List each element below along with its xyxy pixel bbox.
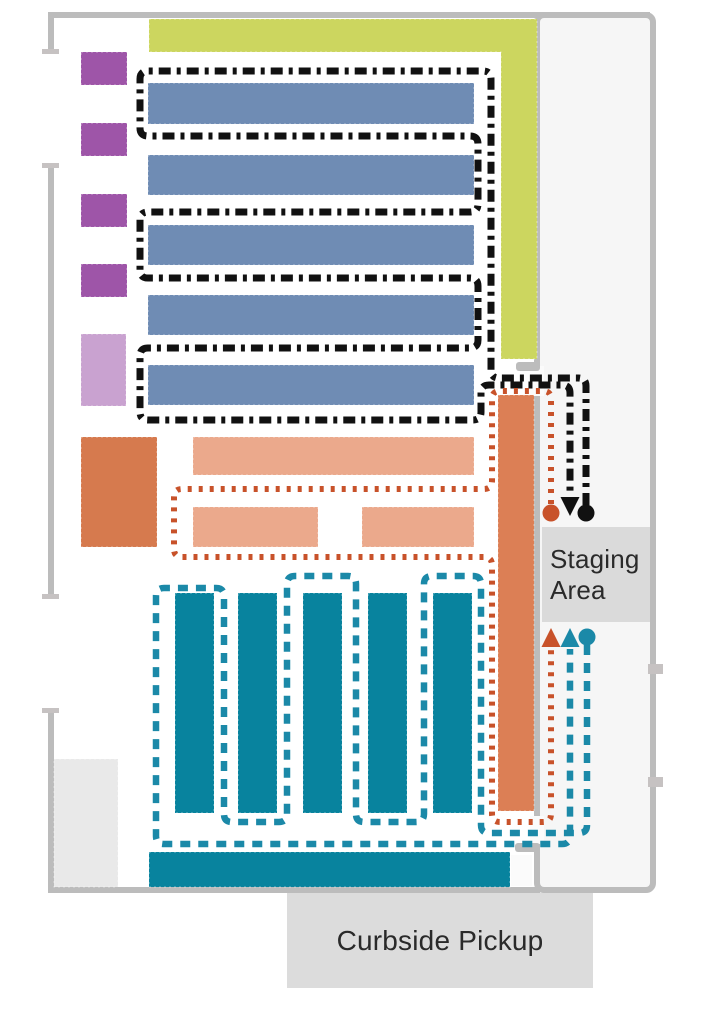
staging-area-band — [542, 527, 650, 622]
fixture-orange-tall — [497, 394, 535, 812]
door-cap-3 — [42, 594, 59, 599]
shelf-blue-1 — [147, 82, 475, 125]
checkout-teal-band — [148, 851, 511, 888]
right-door-tab-2 — [648, 777, 663, 787]
shelf-salmon-left — [192, 506, 319, 548]
route-orange-end-arrow — [541, 628, 561, 647]
shelf-blue-4 — [147, 294, 475, 336]
route-orange-middle-aisles — [171, 388, 554, 825]
shelf-blue-2 — [147, 154, 475, 196]
shelf-teal-2 — [237, 592, 278, 814]
door-cap-1 — [42, 49, 59, 54]
route-teal-back-aisles — [152, 572, 591, 848]
gap-stub-top — [516, 362, 540, 371]
fixture-purple-4 — [80, 263, 128, 298]
route-teal-start-dot — [578, 628, 596, 646]
shelf-blue-5 — [147, 364, 475, 406]
door-cap-4 — [42, 708, 59, 713]
shelf-teal-5 — [432, 592, 473, 814]
shelf-salmon-wide — [192, 436, 475, 476]
shelf-teal-3 — [302, 592, 343, 814]
staging-corridor — [534, 12, 656, 893]
staging-area-label: Staging Area — [550, 544, 640, 605]
shelf-blue-3 — [147, 224, 475, 266]
right-door-tab-1 — [648, 664, 663, 674]
shelf-salmon-right — [361, 506, 475, 548]
route-orange-start-dot — [542, 504, 560, 522]
route-black-end-arrow — [560, 497, 580, 516]
curbside-pickup-label: Curbside Pickup — [336, 924, 544, 956]
fixture-purple-light — [80, 333, 127, 407]
curbside-pickup-box — [287, 893, 593, 988]
fixture-purple-2 — [80, 122, 128, 157]
vestibule — [53, 758, 119, 888]
door-cap-2 — [42, 163, 59, 168]
route-teal-end-arrow — [560, 628, 580, 647]
shelf-teal-4 — [367, 592, 408, 814]
route-black-dry-goods — [136, 67, 590, 505]
fixture-purple-3 — [80, 193, 128, 228]
fixture-purple-1 — [80, 51, 128, 86]
shelf-teal-1 — [174, 592, 215, 814]
fixture-orange-square — [80, 436, 158, 548]
bottom-notch — [511, 855, 532, 886]
route-black-start-dot — [577, 504, 595, 522]
